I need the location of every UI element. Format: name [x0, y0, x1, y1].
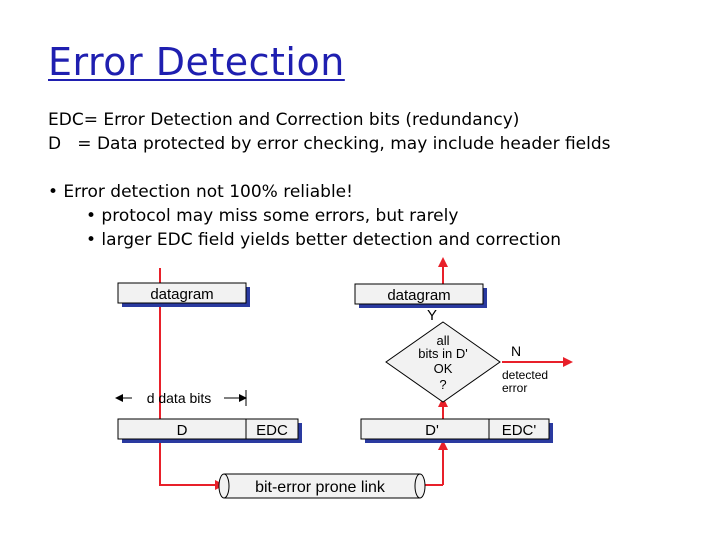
bullet-sub-2: • larger EDC field yields better detecti… — [86, 230, 562, 250]
definition-d: D = Data protected by error checking, ma… — [48, 134, 611, 154]
link-label: bit-error prone link — [255, 479, 386, 496]
datagram-box-right: datagram — [354, 283, 487, 308]
detected-error-label-1: detected — [502, 368, 548, 382]
detected-error-label-2: error — [502, 381, 527, 395]
decision-no-label: N — [511, 343, 521, 359]
decision-text-2: bits in D' — [418, 346, 467, 361]
field-edc-prime-label: EDC' — [502, 422, 537, 439]
decision-yes-label: Y — [427, 307, 437, 324]
decision-text-3: OK — [434, 361, 453, 376]
bit-error-link: bit-error prone link — [218, 473, 426, 499]
bullet-main: • Error detection not 100% reliable! — [48, 182, 353, 202]
decision-text-4: ? — [439, 377, 446, 392]
datagram-label-right: datagram — [387, 287, 450, 304]
datagram-label-left: datagram — [150, 286, 213, 303]
field-d-label: D — [177, 422, 188, 439]
d-data-bits-measure: d data bits — [115, 390, 247, 406]
d-data-bits-label: d data bits — [147, 390, 212, 406]
frame-d-edc: D EDC — [117, 418, 302, 443]
page-title: Error Detection — [48, 40, 345, 84]
decision-text-1: all — [436, 333, 449, 348]
frame-d-prime-edc-prime: D' EDC' — [360, 418, 553, 443]
decision-diamond: all bits in D' OK ? — [385, 321, 501, 403]
bullet-sub-1: • protocol may miss some errors, but rar… — [86, 206, 459, 226]
field-edc-label: EDC — [256, 422, 288, 439]
datagram-box-left: datagram — [117, 282, 250, 307]
field-d-prime-label: D' — [425, 422, 439, 439]
definition-edc: EDC= Error Detection and Correction bits… — [48, 110, 520, 130]
